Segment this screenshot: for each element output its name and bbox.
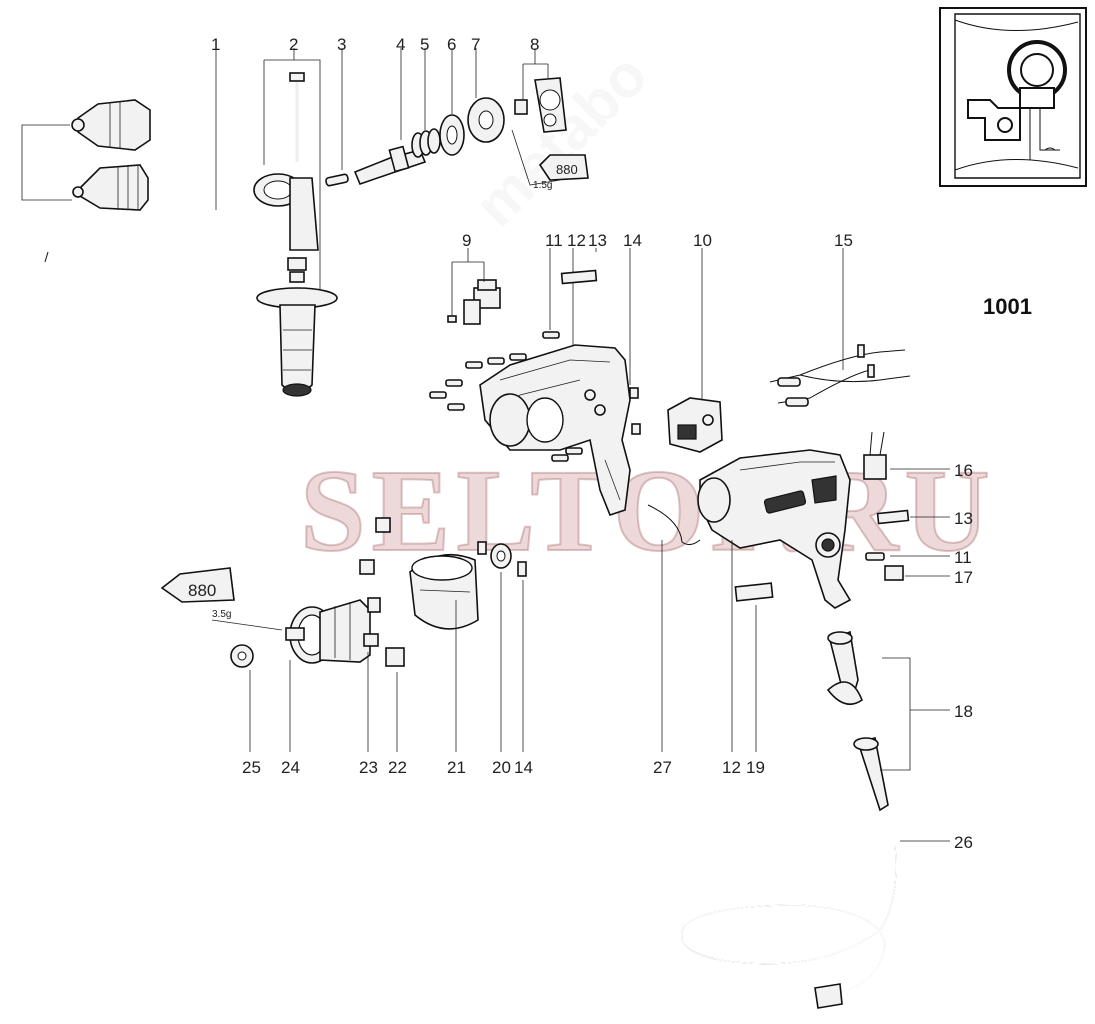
diagram-code: 1001 (983, 294, 1032, 319)
label-5: 5 (420, 35, 429, 54)
part-chuck-keyed (72, 164, 149, 211)
part-14-bushing (517, 561, 527, 577)
label-12-top: 12 (567, 231, 586, 250)
part-2-side-handle (253, 72, 338, 397)
housing-screws (429, 331, 641, 462)
label-26: 26 (954, 833, 973, 852)
label-2: 2 (289, 35, 298, 54)
label-27: 27 (653, 758, 672, 777)
part-24-armature (285, 597, 381, 664)
grease-tube-label: 880 (556, 162, 578, 177)
part-10-switch-unit (667, 397, 723, 453)
label-8: 8 (530, 35, 539, 54)
part-23-brush (359, 517, 391, 647)
grease-tube-small: 880 1.5g (511, 129, 589, 191)
part-21-stator (409, 553, 479, 630)
label-12-bottom: 12 (722, 758, 741, 777)
label-25: 25 (242, 758, 261, 777)
drill-housing-assembled (697, 449, 852, 609)
label-14-top: 14 (623, 231, 642, 250)
label-10: 10 (693, 231, 712, 250)
label-21: 21 (447, 758, 466, 777)
part-1-rod (44, 210, 231, 270)
label-17: 17 (954, 568, 973, 587)
label-18: 18 (954, 702, 973, 721)
label-15: 15 (834, 231, 853, 250)
part-22-brush-holder (385, 647, 405, 667)
label-strip-13 (560, 269, 598, 285)
label-14-bottom: 14 (514, 758, 533, 777)
label-strip-13b (876, 509, 910, 525)
label-20: 20 (492, 758, 511, 777)
label-16: 16 (954, 461, 973, 480)
label-11-top: 11 (545, 231, 563, 250)
part-20-bearing (477, 541, 512, 569)
label-11-right: 11 (954, 548, 972, 567)
grease-tube-large: 880 3.5g (160, 567, 283, 631)
label-22: 22 (388, 758, 407, 777)
part-8-cam (514, 77, 567, 133)
label-1: 1 (211, 35, 220, 54)
label-13-top: 13 (588, 231, 607, 250)
label-3: 3 (337, 35, 346, 54)
part-9-switch (447, 279, 501, 325)
part-25-bearing (230, 644, 254, 668)
label-4: 4 (396, 35, 405, 54)
label-13-right: 13 (954, 509, 973, 528)
screw-11 (865, 552, 885, 561)
part-5-spring (411, 128, 441, 158)
part-16-capacitor (863, 431, 887, 480)
part-26-power-cord (680, 844, 897, 1009)
label-24: 24 (281, 758, 300, 777)
part-4-spindle (353, 145, 427, 185)
label-9: 9 (462, 231, 471, 250)
part-17-clamp (884, 565, 904, 581)
part-18-cable-sleeve (826, 630, 889, 812)
part-15-wires (769, 344, 911, 407)
label-6: 6 (447, 35, 456, 54)
grease-tube-large-label: 880 (188, 581, 216, 600)
part-27-wire (647, 504, 701, 546)
grease-amount-large: 3.5g (212, 609, 231, 620)
label-23: 23 (359, 758, 378, 777)
part-6-bearing (439, 114, 465, 156)
label-7: 7 (471, 35, 480, 54)
part-19-label (734, 582, 774, 602)
inset-detail (939, 7, 1087, 187)
part-3-pin (325, 173, 349, 187)
part-7-gear (467, 97, 505, 143)
label-19: 19 (746, 758, 765, 777)
housing-left-half (479, 344, 631, 516)
part-chuck-keyless (71, 99, 151, 151)
grease-amount-small: 1.5g (533, 180, 552, 191)
